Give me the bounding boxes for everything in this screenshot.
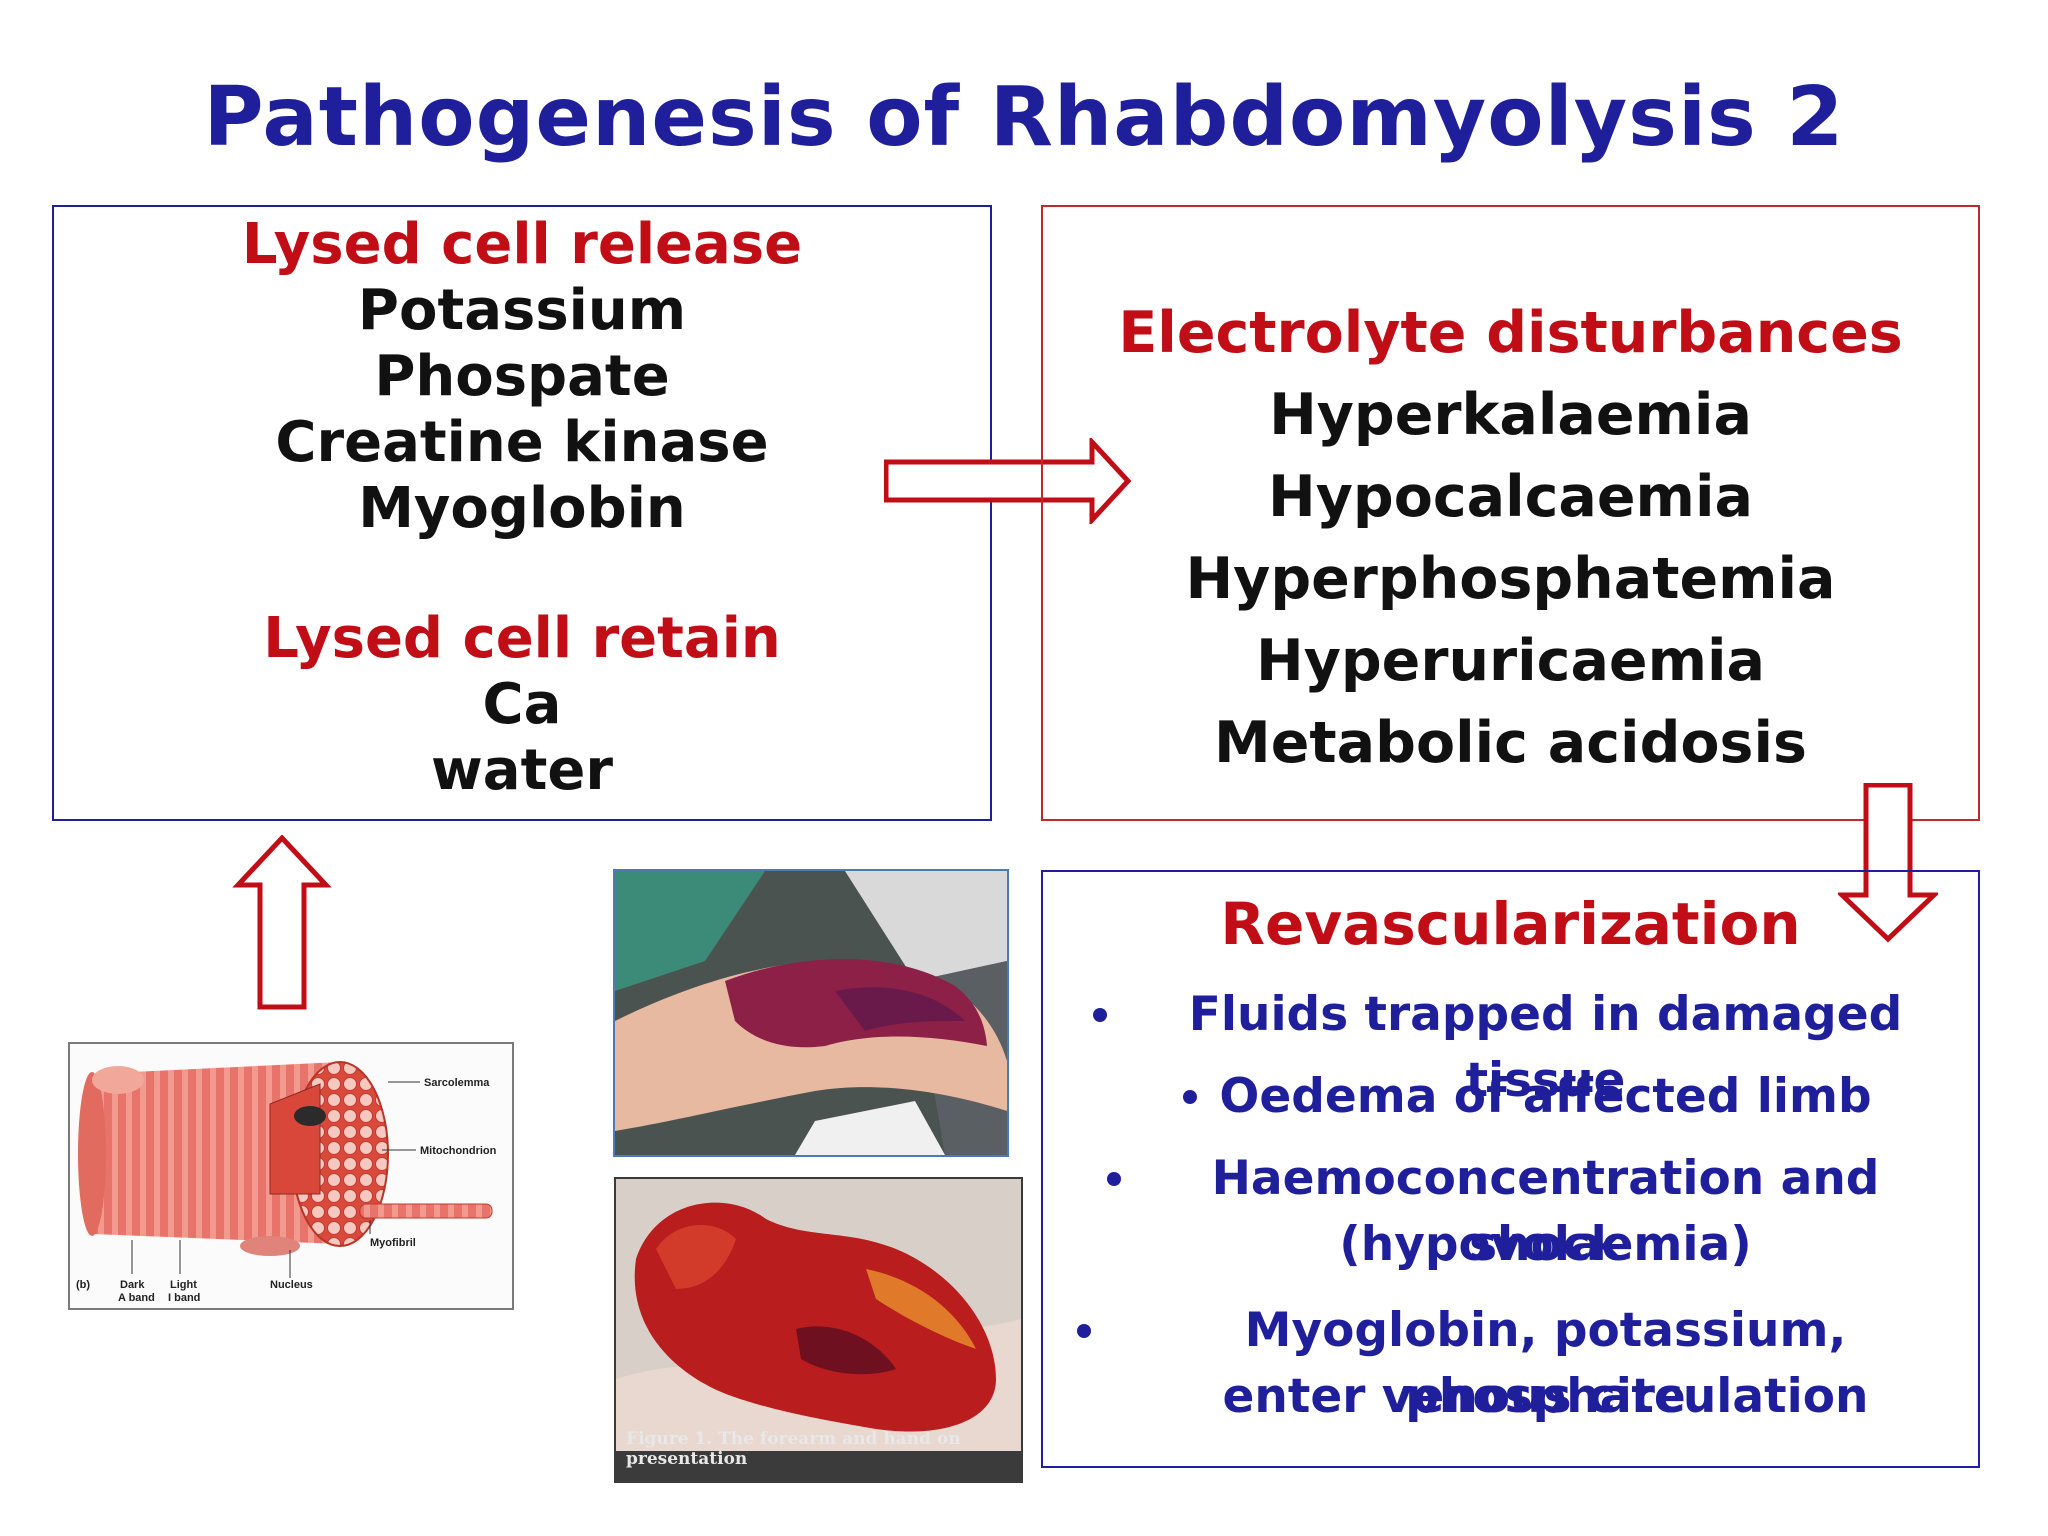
revascularization-heading: Revascularization	[1220, 890, 1801, 958]
release-item-creatine-kinase: Creatine kinase	[275, 410, 769, 475]
lysed-cell-retain-heading: Lysed cell retain	[263, 606, 781, 671]
slide-title: Pathogenesis of Rhabdomyolysis 2	[203, 70, 1845, 165]
electrolyte-box: Electrolyte disturbances Hyperkalaemia H…	[1041, 205, 1980, 821]
label-myofibril: Myofibril	[370, 1237, 416, 1249]
figure-caption: Figure 1. The forearm and hand on presen…	[626, 1429, 961, 1469]
electrolyte-item-hyperuricaemia: Hyperuricaemia	[1256, 628, 1765, 694]
retain-item-water: water	[431, 738, 613, 803]
right-arrow-icon	[884, 438, 1132, 524]
bullet-haemoconcentration: Haemoconcentration and shock (hypovolaem…	[1043, 1146, 1978, 1278]
release-item-potassium: Potassium	[357, 278, 687, 343]
lysed-cell-box: Lysed cell release Potassium Phospate Cr…	[52, 205, 992, 821]
label-mitochondrion: Mitochondrion	[420, 1145, 497, 1157]
label-sarcolemma: Sarcolemma	[424, 1077, 490, 1089]
forearm-bruising-photo	[613, 869, 1009, 1157]
muscle-fiber-diagram: Sarcolemma Mitochondrion Myofibril Nucle…	[68, 1042, 514, 1310]
bullet-icon	[1183, 1090, 1197, 1104]
bullet-icon	[1077, 1324, 1091, 1338]
electrolyte-item-hypocalcaemia: Hypocalcaemia	[1268, 464, 1753, 530]
label-a-band: A band	[118, 1292, 155, 1304]
label-i-band: I band	[168, 1292, 200, 1304]
lysed-cell-release-heading: Lysed cell release	[241, 212, 803, 277]
bullet-oedema: Oedema of affected limb	[1043, 1064, 1978, 1130]
label-nucleus: Nucleus	[270, 1279, 313, 1291]
swollen-hand-photo: Figure 1. The forearm and hand on presen…	[614, 1177, 1023, 1483]
electrolyte-item-hyperkalaemia: Hyperkalaemia	[1269, 382, 1752, 448]
electrolyte-heading: Electrolyte disturbances	[1118, 300, 1903, 366]
electrolyte-item-metabolic-acidosis: Metabolic acidosis	[1214, 710, 1807, 776]
label-dark: Dark	[120, 1279, 145, 1291]
label-light: Light	[170, 1279, 197, 1291]
bullet-myoglobin-venous: Myoglobin, potassium, phosphate enter ve…	[1043, 1298, 1978, 1430]
retain-item-ca: Ca	[482, 672, 562, 737]
bullet-icon	[1107, 1172, 1121, 1186]
electrolyte-item-hyperphosphatemia: Hyperphosphatemia	[1185, 546, 1836, 612]
release-item-phospate: Phospate	[374, 344, 670, 409]
bullet-fluids-trapped: Fluids trapped in damaged tissue	[1043, 982, 1978, 1108]
bullet-icon	[1093, 1008, 1107, 1022]
down-arrow-icon	[1838, 783, 1938, 943]
revascularization-box: Revascularization Fluids trapped in dama…	[1041, 870, 1980, 1468]
label-panel-b: (b)	[76, 1279, 90, 1291]
release-item-myoglobin: Myoglobin	[358, 476, 686, 541]
up-arrow-icon	[232, 835, 332, 1010]
